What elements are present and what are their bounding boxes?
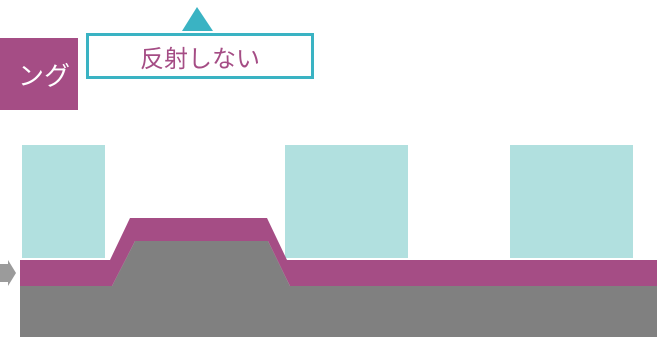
- upper-block-1: [22, 145, 105, 258]
- gray-substrate: [20, 241, 657, 337]
- left-label-box: ング: [0, 38, 78, 110]
- left-label-text: ング: [17, 61, 70, 92]
- right-label-box: 反射しない: [86, 33, 314, 79]
- upper-block-2: [285, 145, 408, 258]
- upper-block-3: [510, 145, 633, 258]
- left-arrow-icon: [0, 260, 16, 286]
- top-triangle-marker: [182, 7, 213, 31]
- magenta-layer: [20, 218, 657, 286]
- right-label-text: 反射しない: [140, 44, 260, 73]
